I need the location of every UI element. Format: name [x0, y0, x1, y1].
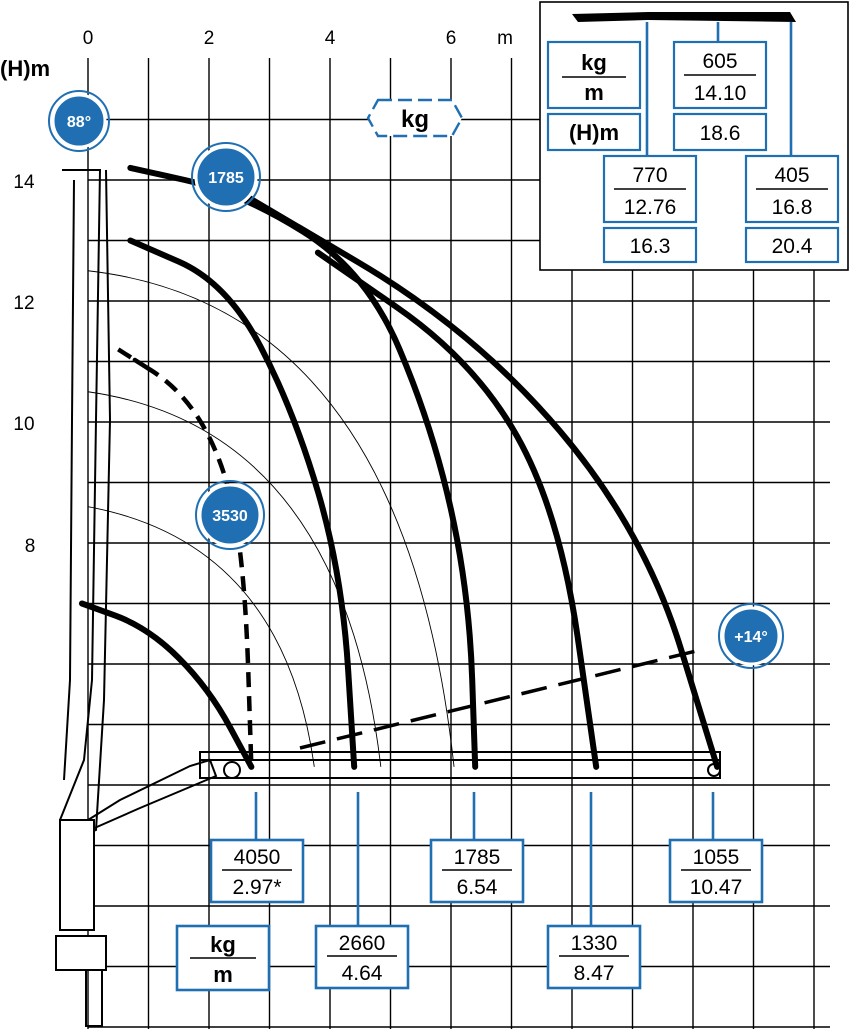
load-curve [127, 237, 358, 770]
inset-radius: 16.8 [772, 196, 813, 219]
y-axis-label: (H)m [0, 56, 50, 81]
inset-height: 20.4 [772, 235, 813, 258]
reach-arc [87, 270, 455, 767]
x-tick-label: 6 [446, 28, 457, 49]
load-kg: 1055 [693, 846, 740, 869]
load-curves [78, 164, 721, 770]
reach-arc [87, 506, 315, 767]
crane-column [59, 819, 95, 931]
crane-base [55, 935, 107, 971]
x-tick-label: 4 [325, 28, 336, 49]
y-tick-label: 10 [13, 414, 34, 435]
inset-kg: 605 [702, 50, 737, 73]
angle-max-value: 88° [67, 114, 91, 131]
curve-label-badge: 3530 [195, 480, 265, 550]
load-curve [78, 600, 255, 770]
jib-extension-inset: kg m (H)m 605 14.10 18.6 770 12.76 16.3 … [539, 1, 849, 271]
load-curve [314, 249, 600, 770]
y-tick-label: 8 [25, 536, 36, 557]
unit-tag-frame [366, 98, 464, 138]
reach-arc [87, 391, 382, 767]
load-point-box: 2660 4.64 [314, 792, 410, 990]
inset-head-h: (H)m [569, 120, 619, 145]
load-radius: 8.47 [574, 962, 615, 985]
unit-legend-m: m [213, 962, 233, 987]
inset-height: 16.3 [630, 235, 671, 258]
crane-mast [58, 169, 112, 842]
inset-height: 18.6 [700, 122, 741, 145]
boom-joint [223, 761, 241, 779]
curve-label-value: 1785 [208, 170, 244, 187]
unit-legend-kg: kg [210, 932, 236, 957]
load-radius: 4.64 [342, 962, 383, 985]
angle-min-value: +14° [734, 629, 768, 646]
inset-radius: 12.76 [624, 196, 677, 219]
load-kg: 4050 [234, 846, 281, 869]
inset-head-kg: kg [581, 50, 607, 75]
unit-tag-label: kg [401, 106, 429, 133]
x-tick-label: 0 [83, 28, 94, 49]
unit-tag: kg [366, 98, 464, 138]
load-point-box: 1330 8.47 [546, 792, 642, 990]
crane-illustration [55, 169, 721, 1027]
curve-label-value: 3530 [212, 508, 248, 525]
load-point-box: 4050 2.97* [209, 792, 305, 904]
load-curve-dashed [117, 347, 254, 767]
load-radius: 10.47 [690, 876, 743, 899]
load-kg: 1785 [454, 846, 501, 869]
load-kg: 2660 [339, 932, 386, 955]
load-point-box: 1785 6.54 [429, 792, 525, 904]
tilt-line [299, 648, 701, 750]
x-tick-label: 2 [204, 28, 215, 49]
load-curve [236, 189, 721, 770]
load-radius: 6.54 [457, 876, 498, 899]
inset-kg: 405 [774, 164, 809, 187]
load-point-box: 1055 10.47 [668, 792, 764, 904]
inset-head-m: m [584, 80, 604, 105]
inset-radius: 14.10 [694, 82, 747, 105]
x-axis-unit: m [497, 28, 513, 49]
jib-sketch [572, 12, 796, 22]
inset-kg: 770 [632, 164, 667, 187]
load-kg: 1330 [571, 932, 618, 955]
y-tick-label: 14 [13, 172, 35, 193]
unit-legend: kg m [175, 924, 271, 992]
load-radius: 2.97* [232, 876, 281, 899]
y-tick-label: 12 [13, 293, 34, 314]
crane-pillar [85, 969, 103, 1027]
angle-max-badge: 88° [48, 90, 110, 152]
angle-min-badge: +14° [718, 603, 784, 669]
tilt-boom-body [199, 751, 721, 779]
load-curve [127, 164, 479, 770]
curve-label-badge: 1785 [191, 142, 261, 212]
crane-mast-inner [63, 179, 75, 781]
